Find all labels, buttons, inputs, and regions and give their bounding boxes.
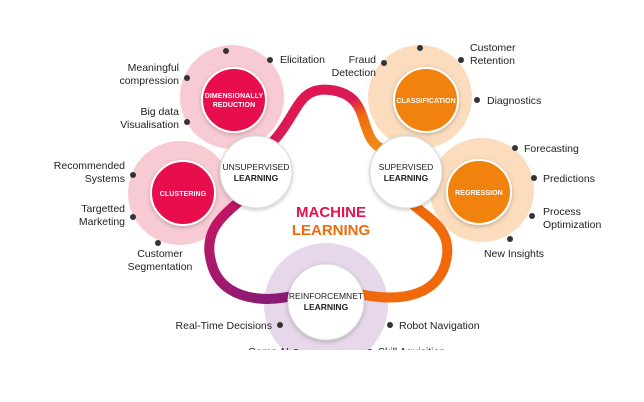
dot-big-data (184, 119, 190, 125)
dot-fraud-detection (381, 60, 387, 66)
supervised-line2: LEARNING (384, 173, 429, 183)
node-clustering (150, 160, 216, 226)
node-dimensionally-reduction (201, 67, 267, 133)
title-line2: LEARNING (292, 222, 370, 239)
dot-targetted-marketing (130, 214, 136, 220)
dot-game-ai (293, 349, 299, 350)
label-new-insights: New Insights (484, 248, 544, 260)
dimensionally-reduction-line2: REDUCTION (213, 102, 256, 109)
dot-forecasting (512, 145, 518, 151)
label-marketing: Marketing (79, 216, 125, 228)
dot-customer-retention (458, 57, 464, 63)
dot-elicitation (267, 57, 273, 63)
unsupervised-line1: UNSUPERVISED (223, 162, 290, 172)
node-unsupervised-learning (219, 135, 293, 209)
label-visualisation: Visualisation (120, 119, 179, 131)
label-forecasting: Forecasting (524, 143, 579, 155)
label-detection: Detection (332, 67, 377, 79)
dot-customer-segmentation (155, 240, 161, 246)
unsupervised-line2: LEARNING (234, 173, 279, 183)
label-customer-seg2: Segmentation (128, 261, 193, 273)
dot-real-time-decisions (277, 322, 283, 328)
label-fraud: Fraud (349, 54, 377, 66)
supervised-line1: SUPERVISED (379, 162, 434, 172)
node-supervised-learning (369, 135, 443, 209)
regression-label: REGRESSION (455, 190, 503, 197)
reinforcement-line1: REINFORCEMNET (289, 291, 363, 301)
dot-predictions (531, 175, 537, 181)
classification-label: CLASSIFICATION (396, 98, 456, 105)
label-retention: Retention (470, 55, 515, 67)
label-customer-ret1: Customer (470, 42, 516, 54)
label-diagnostics: Diagnostics (487, 95, 541, 107)
node-regression (446, 159, 512, 225)
dot-top-classification (417, 45, 423, 51)
label-big-data: Big data (140, 106, 179, 118)
label-game-ai: Game AI (248, 346, 289, 358)
ribbon-top-lobe (245, 84, 390, 165)
dot-process-optimization (529, 213, 535, 219)
leaf-dots (130, 45, 537, 350)
dimensionally-reduction-line1: DIMENSIONALLY (205, 93, 264, 100)
label-optimization: Optimization (543, 219, 602, 231)
label-meaningful: Meaningful (128, 62, 179, 74)
label-real-time-decisions: Real-Time Decisions (176, 320, 272, 332)
dot-new-insights (507, 236, 513, 242)
clustering-label: CLUSTERING (160, 191, 207, 198)
title-line1: MACHINE (296, 204, 366, 221)
dot-robot-navigation (387, 322, 393, 328)
dot-meaningful-compression (184, 75, 190, 81)
label-process: Process (543, 206, 581, 218)
dot-skill-aquisition (367, 349, 373, 350)
label-customer-seg1: Customer (137, 248, 183, 260)
label-elicitation: Elicitation (280, 54, 325, 66)
dot-top-dimred (223, 48, 229, 54)
label-systems: Systems (85, 173, 125, 185)
reinforcement-line2: LEARNING (304, 302, 349, 312)
label-skill-aquisition: Skill Aquisition (378, 346, 445, 358)
label-predictions: Predictions (543, 173, 595, 185)
dot-diagnostics (474, 97, 480, 103)
dot-recommended-systems (130, 172, 136, 178)
label-recommended: Recommended (54, 160, 125, 172)
node-reinforcement-learning (287, 263, 365, 341)
label-robot-navigation: Robot Navigation (399, 320, 480, 332)
label-compression: compression (119, 75, 179, 87)
node-classification (393, 67, 459, 133)
label-targetted: Targetted (81, 203, 125, 215)
